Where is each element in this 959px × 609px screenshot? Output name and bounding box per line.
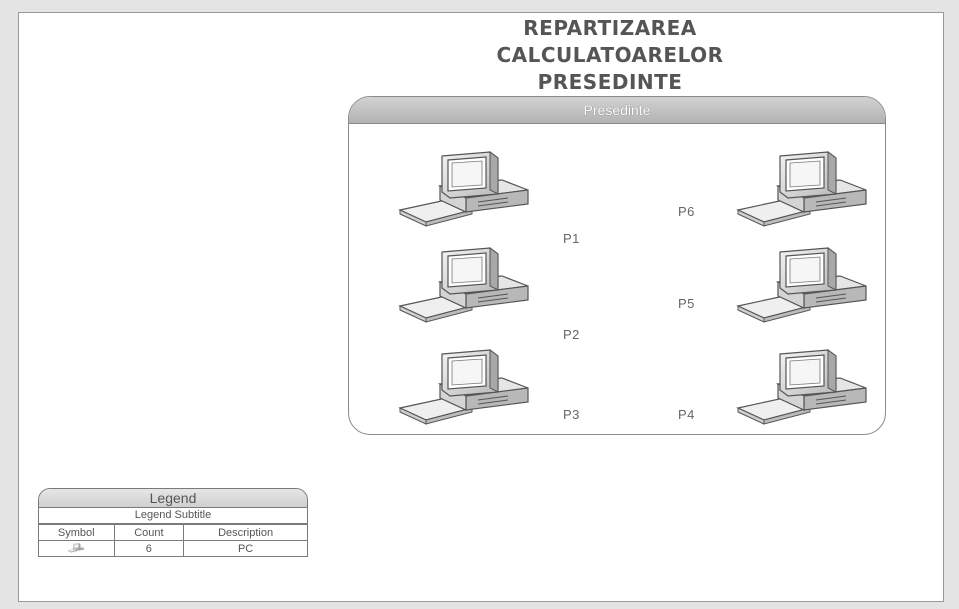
legend-row: 6 PC: [39, 540, 307, 556]
legend-col-symbol: Symbol: [39, 524, 115, 541]
legend-col-description: Description: [183, 524, 307, 541]
computer-label-p3: P3: [563, 407, 580, 422]
pc-icon: [398, 348, 530, 436]
legend-table: Symbol Count Description 6 PC: [39, 524, 307, 556]
legend-subtitle: Legend Subtitle: [39, 508, 307, 524]
legend-title: Legend: [39, 489, 307, 508]
pc-icon: [68, 543, 84, 554]
computer-p6[interactable]: [736, 150, 868, 238]
legend-symbol-cell: [39, 540, 115, 556]
pc-icon: [398, 246, 530, 334]
legend-count-cell: 6: [114, 540, 185, 556]
computer-label-p1: P1: [563, 231, 580, 246]
pc-icon: [736, 150, 868, 238]
computer-label-p6: P6: [678, 204, 695, 219]
group-container: Presedinte: [348, 96, 886, 435]
container-header: Presedinte: [349, 97, 885, 124]
legend-col-count: Count: [114, 524, 185, 541]
pc-icon: [736, 348, 868, 436]
computer-p1[interactable]: [398, 150, 530, 238]
computer-p2[interactable]: [398, 246, 530, 334]
pc-icon: [398, 150, 530, 238]
computer-p5[interactable]: [736, 246, 868, 334]
legend: Legend Legend Subtitle Symbol Count Desc…: [38, 488, 308, 557]
diagram-title: REPARTIZAREA CALCULATOARELOR PRESEDINTE: [496, 16, 724, 94]
computer-p4[interactable]: [736, 348, 868, 436]
legend-description-cell: PC: [183, 540, 307, 556]
pc-icon: [736, 246, 868, 334]
computer-label-p5: P5: [678, 296, 695, 311]
computer-p3[interactable]: [398, 348, 530, 436]
computer-label-p2: P2: [563, 327, 580, 342]
computer-label-p4: P4: [678, 407, 695, 422]
